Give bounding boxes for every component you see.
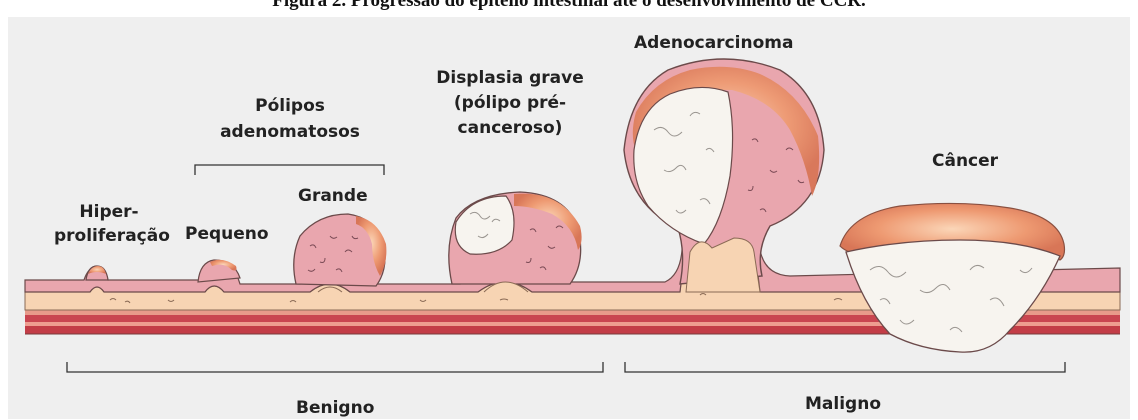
hyperproliferation-bump <box>86 266 108 280</box>
polyps-header-label: Pólipos adenomatosos <box>200 93 380 145</box>
benign-label: Benigno <box>296 396 374 420</box>
hyperproliferation-line-1: Hiper- <box>54 200 164 224</box>
hyperproliferation-label: Hiper- proliferação <box>54 200 164 248</box>
adenocarcinoma-label: Adenocarcinoma <box>634 31 793 55</box>
benign-bracket <box>67 362 603 372</box>
adenocarcinoma-polyp <box>624 59 824 292</box>
dysplasia-label: Displasia grave (pólipo pré- canceroso) <box>425 66 595 141</box>
dysplasia-line-1: Displasia grave <box>425 66 595 91</box>
polyps-header-line-1: Pólipos <box>200 93 380 119</box>
malignant-bracket <box>625 362 1065 372</box>
dysplasia-line-2: (pólipo pré- <box>425 91 595 116</box>
dysplasia-line-3: canceroso) <box>425 116 595 141</box>
small-polyp-label: Pequeno <box>185 222 269 246</box>
small-polyp <box>198 260 240 282</box>
polyps-bracket <box>195 165 384 175</box>
large-polyp-label: Grande <box>298 184 368 208</box>
polyps-header-line-2: adenomatosos <box>200 119 380 145</box>
dysplasia-polyp <box>449 192 582 292</box>
hyperproliferation-line-2: proliferação <box>54 224 164 248</box>
large-polyp <box>294 214 387 292</box>
malignant-label: Maligno <box>805 392 881 416</box>
cancer-label: Câncer <box>932 149 998 173</box>
